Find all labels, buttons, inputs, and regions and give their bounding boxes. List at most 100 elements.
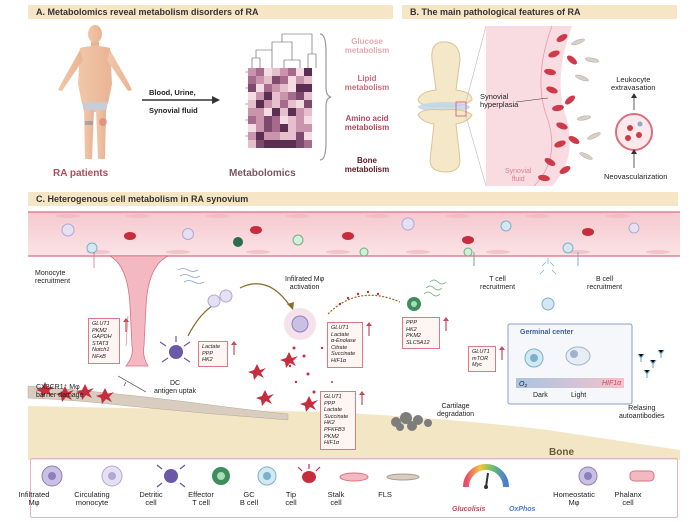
heatmap-cell <box>264 76 272 84</box>
heatmap-cell <box>304 68 312 76</box>
heatmap-cell <box>280 92 288 100</box>
heatmap-cell <box>272 92 280 100</box>
heatmap-cell <box>264 132 272 140</box>
heatmap-cell <box>272 132 280 140</box>
heatmap-cell <box>288 84 296 92</box>
heatmap-cell <box>256 124 264 132</box>
heatmap-cell <box>280 108 288 116</box>
metabolism-brace <box>319 33 332 161</box>
gene-label: GLUT1 <box>331 325 349 331</box>
heatmap-cell <box>304 124 312 132</box>
gene-label: α-Enolase <box>331 338 356 345</box>
ra-patients-label: RA patients <box>53 168 109 179</box>
heatmap-cell <box>304 108 312 116</box>
gene-label: HIF1α <box>331 357 347 364</box>
panel-c-title: C. Heterogenous cell metabolism in RA sy… <box>28 192 678 206</box>
heatmap-cell <box>296 84 304 92</box>
heatmap-cell <box>296 76 304 84</box>
up-arrow-2 <box>231 341 237 355</box>
legend-oxphos: OxPhos <box>509 506 536 513</box>
heatmap-cell <box>248 92 256 100</box>
neovascularization-label: Neovascularization <box>604 172 668 181</box>
heatmap-cell <box>256 140 264 148</box>
heatmap-cell <box>248 108 256 116</box>
heatmap-cell <box>264 92 272 100</box>
gene-label: mTOR <box>472 355 489 362</box>
heatmap-cell <box>288 116 296 124</box>
metabolomics-heatmap <box>245 33 317 148</box>
heatmap-cell <box>296 108 304 116</box>
heatmap-cell <box>256 92 264 100</box>
gene-label: STAT3 <box>92 340 109 347</box>
heatmap-cell <box>248 116 256 124</box>
heatmap-cell <box>280 116 288 124</box>
heatmap-cell <box>272 68 280 76</box>
gene-label: GLUT1 <box>472 349 490 355</box>
o2-label: O₂ <box>519 381 528 388</box>
heatmap-cell <box>304 100 312 108</box>
heatmap-cell <box>272 124 280 132</box>
metabolomics-label: Metabolomics <box>229 168 296 179</box>
heatmap-cell <box>264 84 272 92</box>
gene-label: Notch1 <box>92 347 110 354</box>
heatmap-cell <box>248 84 256 92</box>
heatmap-cell <box>288 68 296 76</box>
heatmap-cell <box>264 140 272 148</box>
gene-label: GLUT1 <box>324 394 342 400</box>
gene-label: GLUT1 <box>92 321 110 327</box>
heatmap-cell <box>264 124 272 132</box>
up-arrow-5 <box>359 391 365 405</box>
heatmap-cell <box>272 76 280 84</box>
gene-label: HK2 <box>406 326 417 333</box>
heatmap-cell <box>264 108 272 116</box>
heatmap-cell <box>296 116 304 124</box>
heatmap-cell <box>248 140 256 148</box>
heatmap-cell <box>272 108 280 116</box>
heatmap-cell <box>288 108 296 116</box>
heatmap-cell <box>264 68 272 76</box>
heatmap-cell <box>248 124 256 132</box>
gene-label: Succinate <box>331 351 356 358</box>
up-arrow-6 <box>499 346 505 360</box>
heatmap-cell <box>296 100 304 108</box>
legend-glycolysis: Glucolisis <box>452 506 486 513</box>
heatmap-cell <box>304 140 312 148</box>
heatmap-cell <box>304 116 312 124</box>
heatmap-cell <box>256 132 264 140</box>
gene-label: PPP <box>324 400 336 407</box>
heatmap-cell <box>304 132 312 140</box>
heatmap-cell <box>280 132 288 140</box>
heatmap-cell <box>256 76 264 84</box>
heatmap-cell <box>280 84 288 92</box>
heatmap-cell <box>280 124 288 132</box>
gene-label: HK2 <box>324 420 335 427</box>
gene-label: Citrate <box>331 344 348 351</box>
legend-box <box>30 458 678 518</box>
heatmap-cell <box>264 100 272 108</box>
heatmap-cell <box>272 84 280 92</box>
heatmap-cell <box>256 68 264 76</box>
heatmap-cell <box>288 100 296 108</box>
light-label: Light <box>571 392 587 399</box>
up-arrow-4 <box>443 317 449 331</box>
heatmap-cell <box>280 68 288 76</box>
heatmap-cell <box>304 92 312 100</box>
heatmap-cell <box>304 84 312 92</box>
